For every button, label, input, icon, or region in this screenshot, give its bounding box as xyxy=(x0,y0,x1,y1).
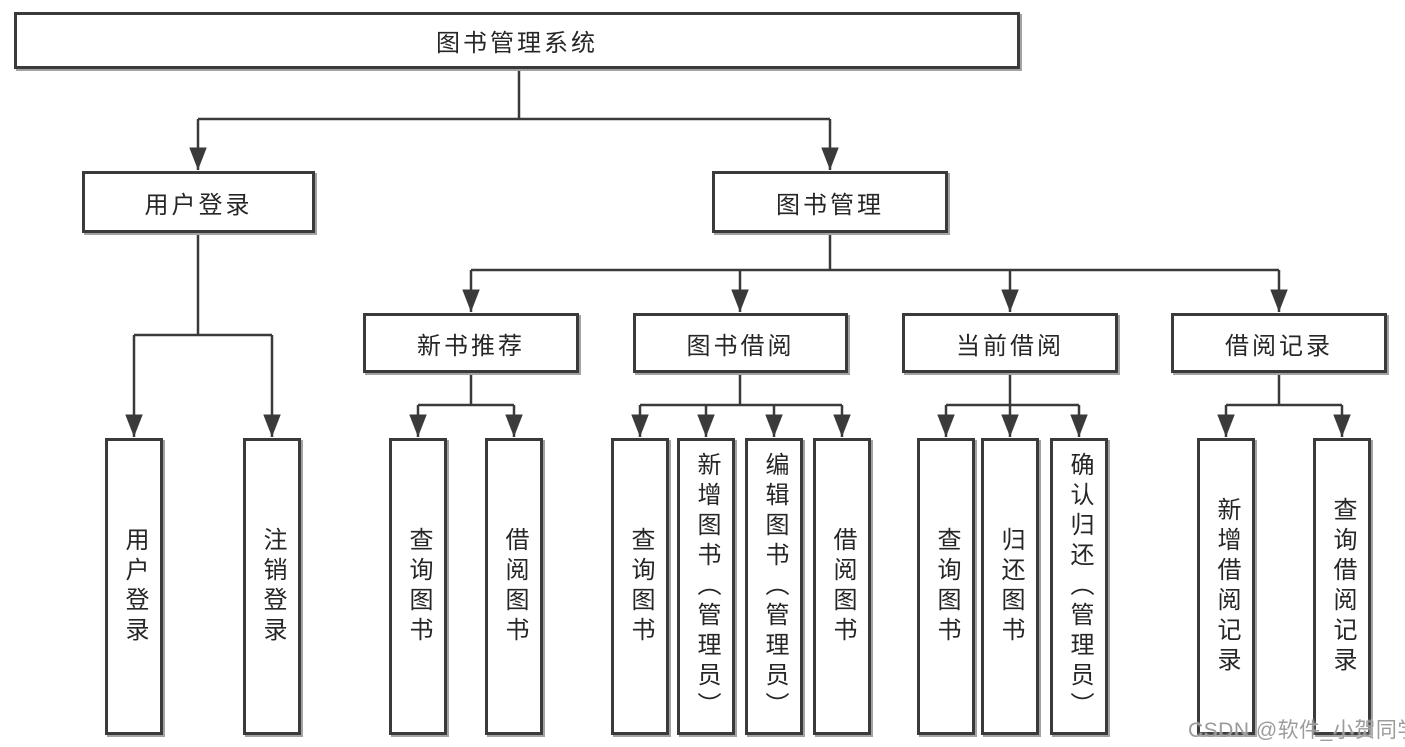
connector-book-management-to-level3 xyxy=(462,233,1288,312)
watermark: CSDN @软件_小贺同学 xyxy=(1188,719,1405,742)
node-borrow-records: 借阅记录 xyxy=(1171,313,1387,373)
leaf-borrow-book-recommend: 借阅图书 xyxy=(485,438,543,735)
leaf-query-book-borrow: 查询图书 xyxy=(611,438,669,735)
leaf-return-book: 归还图书 xyxy=(981,438,1039,735)
connector-user-login-to-children xyxy=(125,233,281,437)
connector-borrow-records-to-children xyxy=(1217,373,1351,437)
node-new-book-recommend: 新书推荐 xyxy=(363,313,579,373)
leaf-user-login: 用户登录 xyxy=(105,438,163,735)
leaf-query-borrow-record: 查询借阅记录 xyxy=(1313,438,1371,735)
connector-book-borrow-to-children xyxy=(631,373,851,437)
node-current-borrow: 当前借阅 xyxy=(902,313,1118,373)
leaf-confirm-return-admin: 确认归还（管理员） xyxy=(1050,438,1108,735)
leaf-query-book-current: 查询图书 xyxy=(917,438,975,735)
leaf-borrow-book: 借阅图书 xyxy=(813,438,871,735)
node-user-login: 用户登录 xyxy=(82,171,315,233)
node-book-management: 图书管理 xyxy=(712,171,948,233)
connector-new-book-recommend-to-children xyxy=(409,373,523,437)
connector-root-to-level2 xyxy=(189,69,839,170)
node-book-borrow: 图书借阅 xyxy=(633,313,848,373)
leaf-add-borrow-record: 新增借阅记录 xyxy=(1197,438,1255,735)
connector-current-borrow-to-children xyxy=(937,373,1088,437)
leaf-query-book-recommend: 查询图书 xyxy=(389,438,447,735)
leaf-add-book-admin: 新增图书（管理员） xyxy=(677,438,735,735)
leaf-edit-book-admin: 编辑图书（管理员） xyxy=(745,438,803,735)
node-library-management-system: 图书管理系统 xyxy=(14,12,1020,69)
leaf-logout: 注销登录 xyxy=(243,438,301,735)
